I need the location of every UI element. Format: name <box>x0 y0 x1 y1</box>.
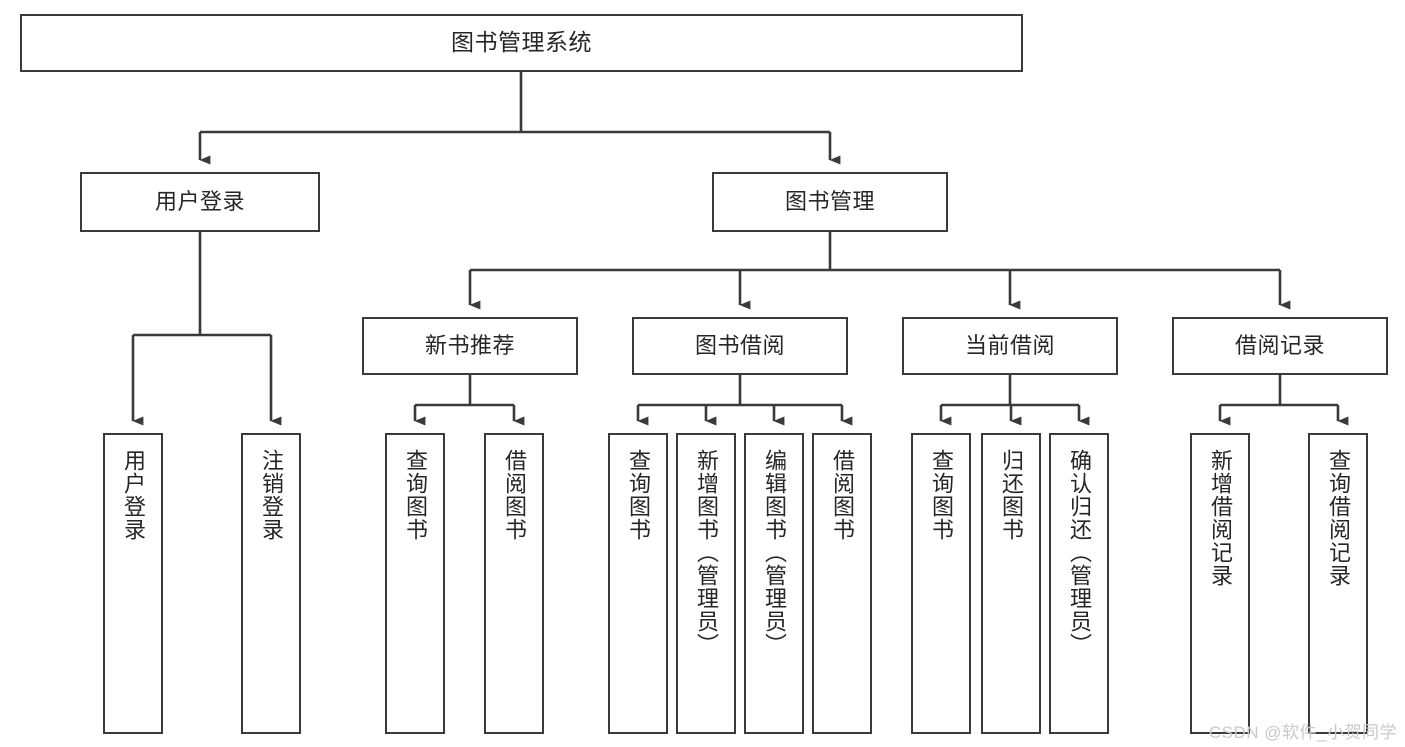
leaf-query-book-current[interactable]: 查询图书 <box>911 433 971 734</box>
leaf-query-book-current-label: 查询图书 <box>928 449 954 541</box>
leaf-logout[interactable]: 注销登录 <box>241 433 301 734</box>
node-book-management[interactable]: 图书管理 <box>712 172 948 232</box>
leaf-borrow-book-recommend-label: 借阅图书 <box>501 449 527 541</box>
leaf-query-borrow-record[interactable]: 查询借阅记录 <box>1308 433 1368 734</box>
leaf-add-book-admin[interactable]: 新增图书（管理员） <box>676 433 736 734</box>
node-borrow-record-label: 借阅记录 <box>1234 333 1325 359</box>
leaf-confirm-return-admin[interactable]: 确认归还（管理员） <box>1049 433 1109 734</box>
leaf-add-borrow-record[interactable]: 新增借阅记录 <box>1190 433 1250 734</box>
csdn-watermark: CSDN @软件_小贺同学 <box>1208 723 1397 742</box>
leaf-edit-book-admin-label: 编辑图书（管理员） <box>761 449 787 656</box>
leaf-query-book-borrow-label: 查询图书 <box>625 449 651 541</box>
node-book-borrow[interactable]: 图书借阅 <box>632 317 848 375</box>
leaf-confirm-return-admin-label: 确认归还（管理员） <box>1066 449 1092 656</box>
leaf-lend-book[interactable]: 借阅图书 <box>812 433 872 734</box>
leaf-query-book-borrow[interactable]: 查询图书 <box>608 433 668 734</box>
node-new-book-recommend[interactable]: 新书推荐 <box>362 317 578 375</box>
node-current-borrow[interactable]: 当前借阅 <box>902 317 1118 375</box>
leaf-edit-book-admin[interactable]: 编辑图书（管理员） <box>744 433 804 734</box>
leaf-return-book[interactable]: 归还图书 <box>981 433 1041 734</box>
node-user-login[interactable]: 用户登录 <box>80 172 320 232</box>
leaf-query-book-recommend-label: 查询图书 <box>402 449 428 541</box>
leaf-add-borrow-record-label: 新增借阅记录 <box>1207 449 1233 587</box>
leaf-return-book-label: 归还图书 <box>998 449 1024 541</box>
leaf-user-login-label: 用户登录 <box>120 449 146 541</box>
node-root[interactable]: 图书管理系统 <box>20 14 1023 72</box>
leaf-query-book-recommend[interactable]: 查询图书 <box>385 433 445 734</box>
node-root-label: 图书管理系统 <box>451 29 592 56</box>
node-borrow-record[interactable]: 借阅记录 <box>1172 317 1388 375</box>
node-user-login-label: 用户登录 <box>154 189 245 215</box>
leaf-borrow-book-recommend[interactable]: 借阅图书 <box>484 433 544 734</box>
leaf-lend-book-label: 借阅图书 <box>829 449 855 541</box>
node-book-management-label: 图书管理 <box>784 189 875 215</box>
leaf-logout-label: 注销登录 <box>258 449 284 541</box>
leaf-add-book-admin-label: 新增图书（管理员） <box>693 449 719 656</box>
node-new-book-recommend-label: 新书推荐 <box>424 333 515 359</box>
node-current-borrow-label: 当前借阅 <box>964 333 1055 359</box>
node-book-borrow-label: 图书借阅 <box>694 333 785 359</box>
leaf-query-borrow-record-label: 查询借阅记录 <box>1325 449 1351 587</box>
leaf-user-login[interactable]: 用户登录 <box>103 433 163 734</box>
